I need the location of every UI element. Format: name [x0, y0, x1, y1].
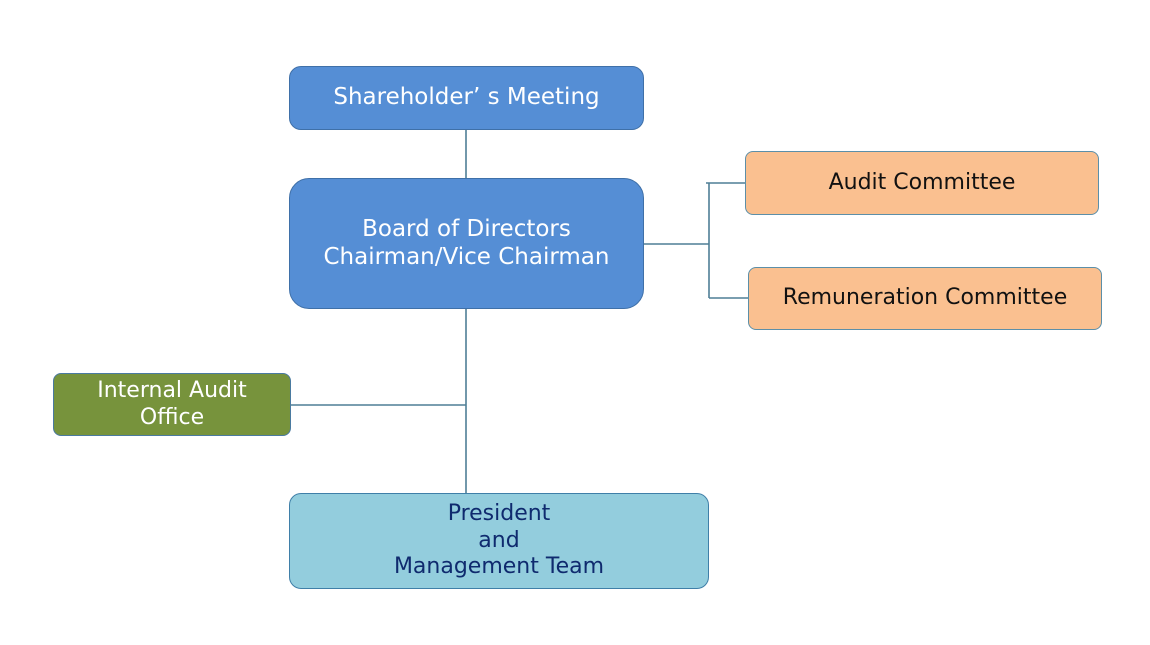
internal-audit-office-box: Internal Audit Office — [53, 373, 291, 436]
remuneration-committee-box: Remuneration Committee — [748, 267, 1102, 330]
chairman-label: Chairman/Vice Chairman — [323, 243, 610, 270]
president-management-team-box: President and Management Team — [289, 493, 709, 589]
audit-committee-box: Audit Committee — [745, 151, 1099, 215]
internal-audit-label: Internal Audit — [97, 378, 247, 404]
president-label: President — [447, 501, 551, 527]
office-label: Office — [139, 404, 205, 430]
shareholders-meeting-box: Shareholder’ s Meeting — [289, 66, 644, 130]
board-of-directors-box: Board of Directors Chairman/Vice Chairma… — [289, 178, 644, 309]
remuneration-committee-label: Remuneration Committee — [782, 285, 1068, 311]
management-team-label: Management Team — [393, 554, 605, 580]
audit-committee-label: Audit Committee — [828, 169, 1016, 195]
board-of-directors-label: Board of Directors — [362, 215, 571, 242]
shareholders-meeting-label: Shareholder’ s Meeting — [333, 84, 600, 111]
and-label: and — [478, 527, 520, 553]
